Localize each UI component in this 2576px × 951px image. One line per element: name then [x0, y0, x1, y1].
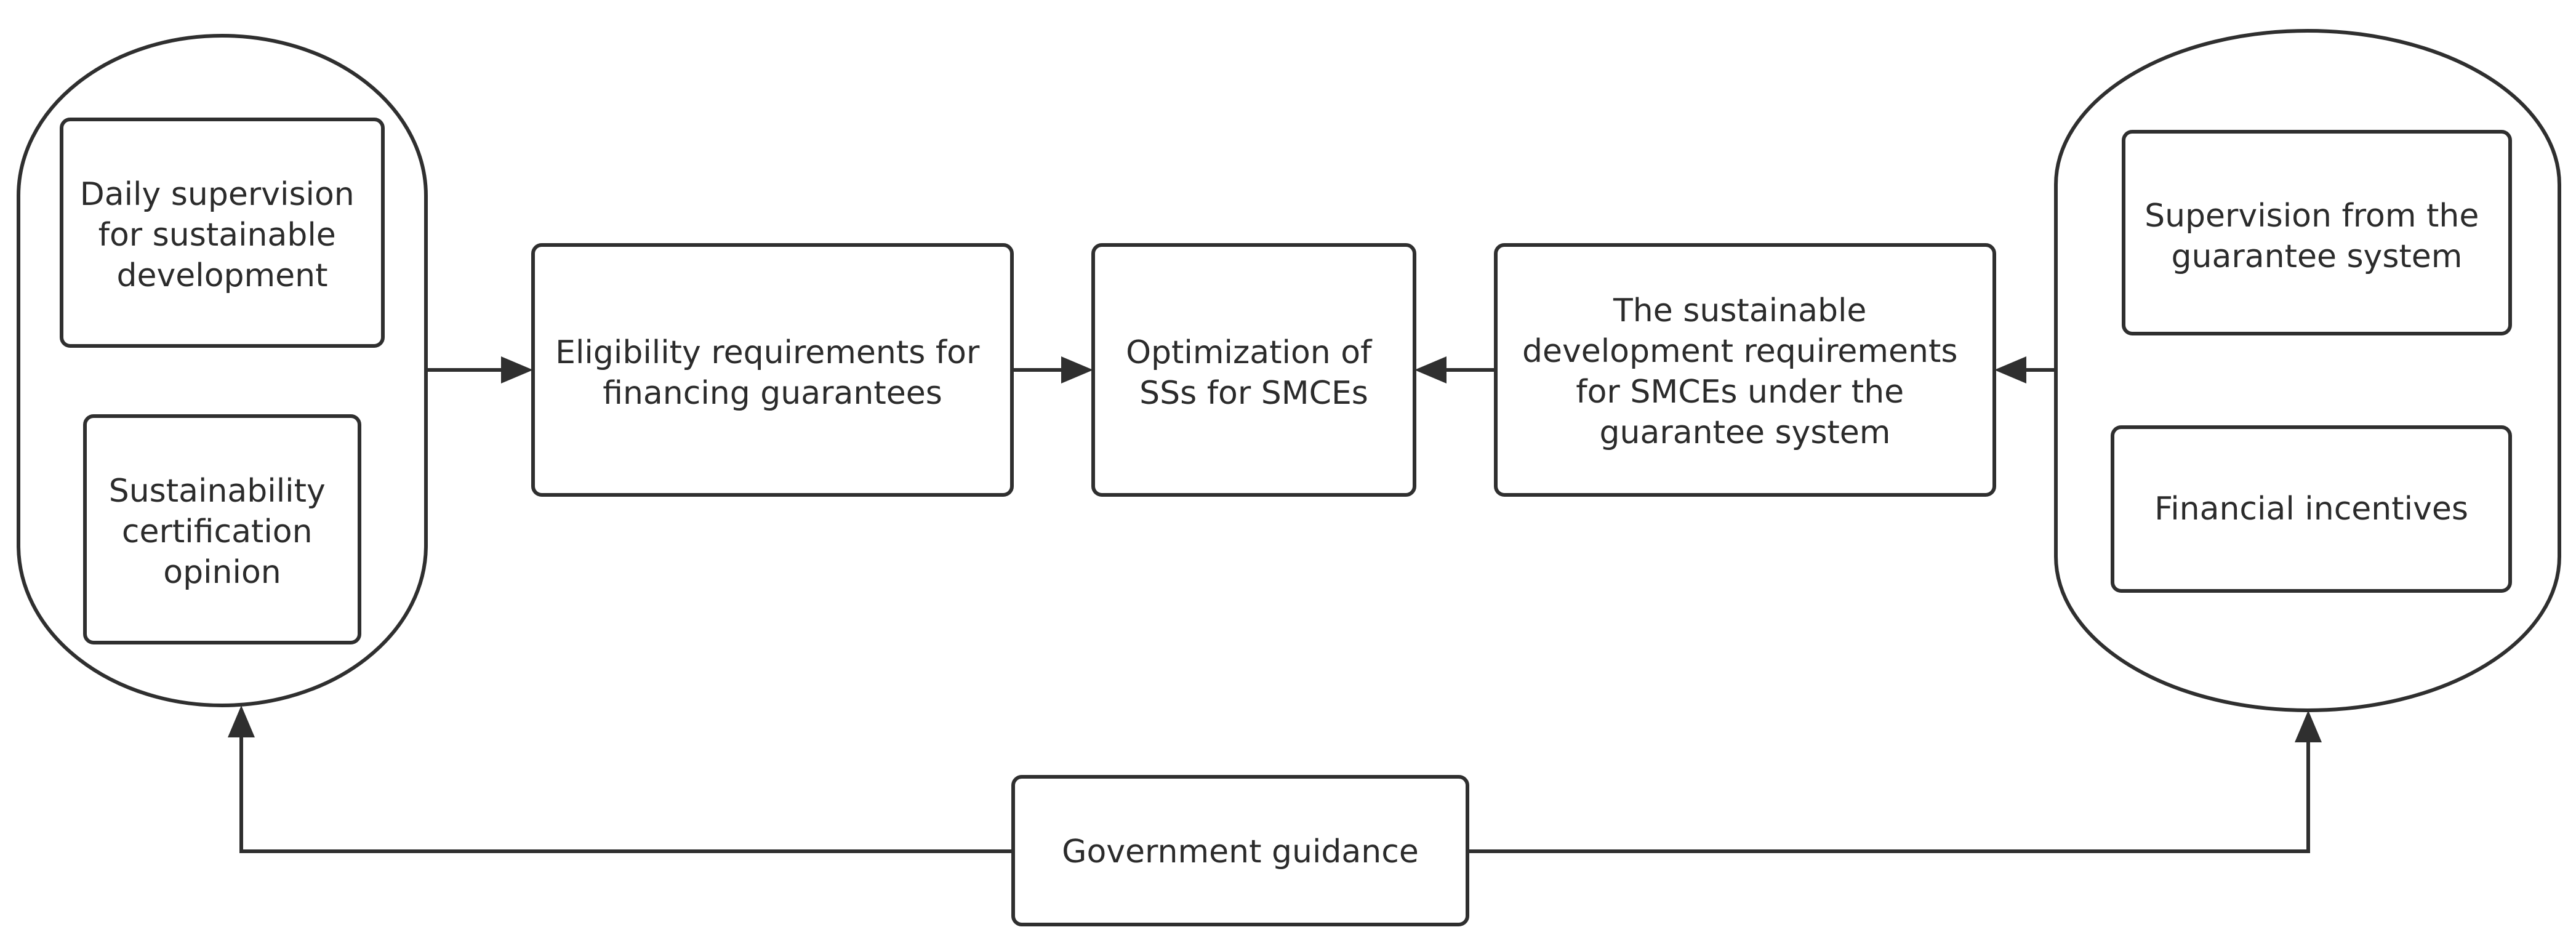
sustainable-requirements-box	[1494, 243, 1996, 497]
arrowhead-optimization-right	[1414, 356, 1446, 383]
arrowhead-optimization-left	[1061, 356, 1093, 383]
arrowhead-left-group	[228, 705, 255, 737]
arrow-government-to-right-group	[1467, 737, 2310, 853]
government-guidance-label: Government guidance	[1062, 833, 1419, 870]
daily-supervision-box	[60, 118, 385, 348]
sustainability-certification-box	[83, 414, 361, 644]
arrowhead-right-group	[2295, 710, 2322, 742]
arrow-government-to-left-group	[239, 732, 1013, 853]
eligibility-requirements-label: Eligibility requirements for financing g…	[555, 334, 990, 412]
sustainability-certification-label: Sustainability certification opinion	[109, 473, 336, 591]
financial-incentives-label: Financial incentives	[2154, 491, 2468, 528]
financial-incentives-box	[2111, 425, 2512, 593]
arrowhead-eligibility	[501, 356, 533, 383]
supervision-guarantee-label: Supervision from the guarantee system	[2145, 198, 2489, 275]
sustainable-requirements-label: The sustainable development requirements…	[1522, 292, 1968, 451]
arrowhead-requirements	[1994, 356, 2026, 383]
daily-supervision-label: Daily supervision for sustainable develo…	[80, 176, 365, 294]
optimization-label: Optimization of SSs for SMCEs	[1126, 334, 1382, 412]
supervision-guarantee-box	[2122, 130, 2512, 335]
